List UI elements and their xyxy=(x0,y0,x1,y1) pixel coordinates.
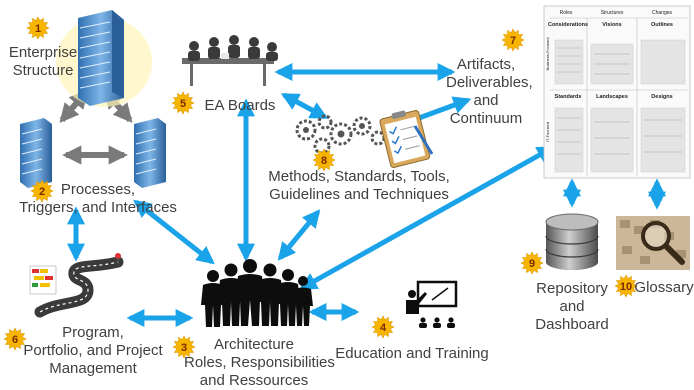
database-cylinder-icon xyxy=(545,213,599,270)
label-line: Program, xyxy=(62,324,124,341)
label-line: Artifacts, xyxy=(456,56,516,73)
presenter-icon xyxy=(406,280,458,328)
matrix-row-business: Business-Focused xyxy=(545,38,550,71)
label-line: and xyxy=(559,298,585,315)
matrix-cell-considerations: Considerations xyxy=(548,22,588,28)
badge-number: 8 xyxy=(321,155,327,167)
label-glossary: Glossary xyxy=(634,279,694,297)
label-line: Triggers, and Interfaces xyxy=(19,199,177,216)
magnifier-icon xyxy=(616,216,690,270)
badge-number: 2 xyxy=(39,186,45,198)
office-building-right-icon xyxy=(134,118,166,188)
label-line: Architecture xyxy=(213,336,295,353)
roadmap-icon xyxy=(29,253,124,318)
office-building-left-icon xyxy=(20,118,52,188)
matrix-col-roles: Roles xyxy=(560,10,573,16)
badge-architecture: 3 xyxy=(172,335,196,359)
label-methods: Methods, Standards, Tools,Guidelines and… xyxy=(267,168,451,204)
badge-enterprise: 1 xyxy=(26,16,50,40)
label-line: Dashboard xyxy=(535,316,609,333)
badge-education: 4 xyxy=(371,315,395,339)
matrix-col-structures: Structures xyxy=(601,10,624,16)
matrix-cell-visions: Visions xyxy=(602,22,621,28)
matrix-cell-landscapes: Landscapes xyxy=(596,94,628,100)
label-line: Continuum xyxy=(449,110,523,127)
label-line: Portfolio, and Project xyxy=(23,342,163,359)
label-processes: Processes,Triggers, and Interfaces xyxy=(18,181,178,217)
label-line: Roles, Responsibilities xyxy=(184,354,335,371)
meeting-table-icon xyxy=(182,35,278,86)
badge-artifacts: 7 xyxy=(501,28,525,52)
badge-number: 9 xyxy=(529,258,535,270)
label-line: Repository xyxy=(536,280,608,297)
badge-number: 4 xyxy=(380,322,387,334)
badge-repository: 9 xyxy=(520,251,544,275)
badge-number: 10 xyxy=(620,281,632,293)
badges-layer: 1 2 3 4 5 6 7 8 9 10 xyxy=(3,16,638,359)
gears-clipboard-icon xyxy=(295,110,434,168)
label-line: Processes, xyxy=(60,181,136,198)
label-line: Management xyxy=(49,360,137,377)
arrow-processes-architecture xyxy=(133,199,215,265)
badge-boards: 5 xyxy=(171,91,195,115)
badge-glossary: 10 xyxy=(614,274,638,298)
label-line: Glossary xyxy=(634,279,694,296)
arrow-methods-architecture xyxy=(277,209,321,261)
matrix-cell-standards: Standards xyxy=(555,94,582,100)
arrow-boards-methods xyxy=(280,92,329,120)
label-line: Deliverables, xyxy=(446,74,533,91)
matrix-row-it: IT-Focused xyxy=(545,122,550,142)
label-line: and xyxy=(473,92,499,109)
label-line: Enterprise xyxy=(8,44,78,61)
badge-number: 3 xyxy=(181,342,187,354)
label-line: Guidelines and Techniques xyxy=(269,186,449,203)
badge-number: 1 xyxy=(35,23,41,35)
matrix-col-changes: Changes xyxy=(652,10,673,16)
matrix-cell-outlines: Outlines xyxy=(651,22,673,28)
label-ea-boards: EA Boards xyxy=(200,97,280,115)
label-line: Structure xyxy=(12,62,74,79)
label-line: and Ressources xyxy=(199,372,309,389)
matrix-cell-designs: Designs xyxy=(651,94,672,100)
arrow-artifacts-architecture xyxy=(298,145,556,291)
badge-processes: 2 xyxy=(30,179,54,203)
badge-program: 6 xyxy=(3,327,27,351)
label-education: Education and Training xyxy=(334,345,490,363)
artifacts-matrix: Roles Structures Changes Business-Focuse… xyxy=(543,5,691,179)
office-building-icon xyxy=(56,10,152,107)
label-line: Methods, Standards, Tools, xyxy=(268,168,450,185)
badge-number: 5 xyxy=(180,98,186,110)
label-line: Education and Training xyxy=(335,345,489,362)
badge-methods: 8 xyxy=(312,148,336,172)
people-silhouette-icon xyxy=(201,259,313,327)
label-line: EA Boards xyxy=(204,97,276,114)
badge-number: 6 xyxy=(12,334,18,346)
badge-number: 7 xyxy=(510,35,516,47)
